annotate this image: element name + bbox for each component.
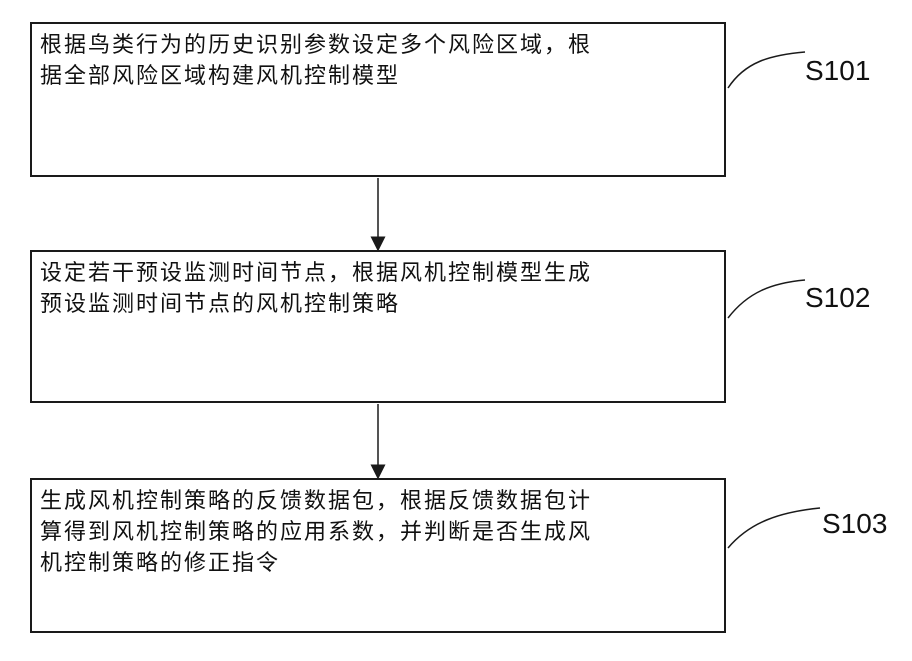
step-label-s101: S101 (805, 55, 870, 87)
leader-line-s102 (728, 280, 805, 318)
step-text-s101: 根据鸟类行为的历史识别参数设定多个风险区域，根 据全部风险区域构建风机控制模型 (40, 30, 710, 92)
step-text-s103: 生成风机控制策略的反馈数据包，根据反馈数据包计 算得到风机控制策略的应用系数，并… (40, 486, 710, 579)
step-text-s102: 设定若干预设监测时间节点，根据风机控制模型生成 预设监测时间节点的风机控制策略 (40, 258, 710, 320)
leader-line-s103 (728, 508, 820, 548)
leader-line-s101 (728, 52, 805, 88)
step-box-s102: 设定若干预设监测时间节点，根据风机控制模型生成 预设监测时间节点的风机控制策略 (30, 250, 726, 403)
step-box-s103: 生成风机控制策略的反馈数据包，根据反馈数据包计 算得到风机控制策略的应用系数，并… (30, 478, 726, 633)
step-label-s102: S102 (805, 282, 870, 314)
step-box-s101: 根据鸟类行为的历史识别参数设定多个风险区域，根 据全部风险区域构建风机控制模型 (30, 22, 726, 177)
step-label-s103: S103 (822, 508, 887, 540)
